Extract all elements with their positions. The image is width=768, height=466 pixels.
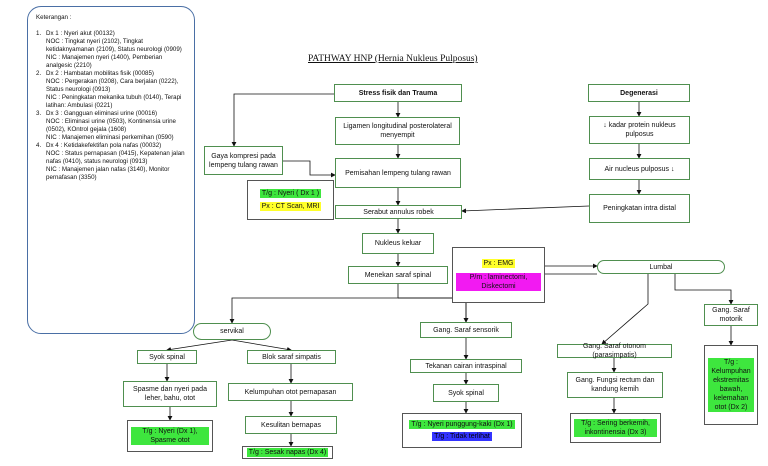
node-lumbal: Lumbal (597, 260, 725, 274)
node-serabut: Serabut annulus robek (335, 205, 462, 219)
legend-item: 2. Dx 2 : Hambatan mobilitas fisik (0008… (36, 70, 182, 109)
node-kelumpuhan-otot: Kelumpuhan otot pernapasan (228, 383, 353, 401)
tag-box-emg: Px : EMG P/m : laminectomi, Diskectomi (452, 247, 545, 303)
legend-item: 1. Dx 1 : Nyeri akut (00132)NOC : Tingka… (36, 30, 182, 69)
node-gaya: Gaya kompresi pada lempeng tulang rawan (204, 146, 283, 175)
tag-sesak: T/g : Sesak napas (Dx 4) (246, 448, 329, 457)
tag-box-kelumpuhan: T/g : Kelumpuhan ekstremitas bawah, kele… (704, 345, 758, 425)
node-peningkatan: Peningkatan intra distal (589, 194, 690, 223)
tag-px-emg: Px : EMG (481, 259, 516, 268)
tag-box-sering: T/g : Sering berkemih, inkontinensia (Dx… (570, 413, 661, 443)
node-kadar: ↓ kadar protein nukleus pulposus (589, 116, 690, 144)
tag-pm: P/m : laminectomi, Diskectomi (456, 273, 541, 291)
page-title: PATHWAY HNP (Hernia Nukleus Pulposus) (308, 54, 478, 64)
node-spasme: Spasme dan nyeri pada leher, bahu, otot (123, 381, 217, 407)
tag-nyeri-dx1: T/g : Nyeri ( Dx 1 ) (259, 189, 322, 198)
node-syok-spinal-lumbal: Syok spinal (433, 384, 499, 402)
tag-box-servikal: T/g : Nyeri (Dx 1), Spasme otot (127, 420, 213, 452)
tag-kelumpuhan: T/g : Kelumpuhan ekstremitas bawah, kele… (708, 358, 754, 412)
node-nukleus: Nukleus keluar (362, 233, 434, 254)
node-pemisahan: Pemisahan lempeng tulang rawan (335, 158, 461, 188)
node-fungsi: Gang. Fungsi rectum dan kandung kemih (567, 372, 663, 398)
tag-box-nyeri-px: T/g : Nyeri ( Dx 1 ) Px : CT Scan, MRI (247, 180, 334, 220)
node-blok-saraf: Blok saraf simpatis (247, 350, 336, 364)
node-tekanan: Tekanan cairan intraspinal (410, 359, 522, 373)
tag-nyeri-spasme: T/g : Nyeri (Dx 1), Spasme otot (131, 427, 209, 445)
node-menekan: Menekan saraf spinal (348, 266, 448, 284)
node-kesulitan: Kesulitan bernapas (245, 416, 337, 434)
node-sensorik: Gang. Saraf sensorik (420, 322, 512, 338)
tag-px-ct: Px : CT Scan, MRI (259, 202, 322, 211)
tag-nyeri-punggung: T/g : Nyeri punggung-kaki (Dx 1) (409, 420, 515, 429)
tag-tidak-terlihat: T/g : Tidak terlihat (432, 432, 492, 441)
node-stress: Stress fisik dan Trauma (334, 84, 462, 102)
tag-box-sesak: T/g : Sesak napas (Dx 4) (242, 446, 333, 459)
node-ligamen: Ligamen longitudinal posterolateral meny… (335, 117, 460, 145)
legend-item: 3. Dx 3 : Gangguan eliminasi urine (0001… (36, 110, 176, 141)
node-otonom: Gang. Saraf otonom (parasimpatis) (557, 343, 672, 359)
tag-sering-berkemih: T/g : Sering berkemih, inkontinensia (Dx… (574, 419, 657, 437)
legend-heading: Keterangan : (36, 14, 72, 21)
legend-panel: Keterangan : 1. Dx 1 : Nyeri akut (00132… (27, 6, 195, 334)
node-syok-spinal-servikal: Syok spinal (137, 350, 197, 364)
tag-box-punggung: T/g : Nyeri punggung-kaki (Dx 1) T/g : T… (402, 413, 522, 448)
node-air: Air nucleus pulposus ↓ (589, 158, 690, 180)
legend-item: 4. Dx 4 : Ketidakefektifan pola nafas (0… (36, 142, 185, 181)
node-servikal: servikal (193, 323, 271, 340)
node-degenerasi: Degenerasi (588, 84, 690, 102)
node-motorik: Gang. Saraf motorik (704, 304, 758, 326)
